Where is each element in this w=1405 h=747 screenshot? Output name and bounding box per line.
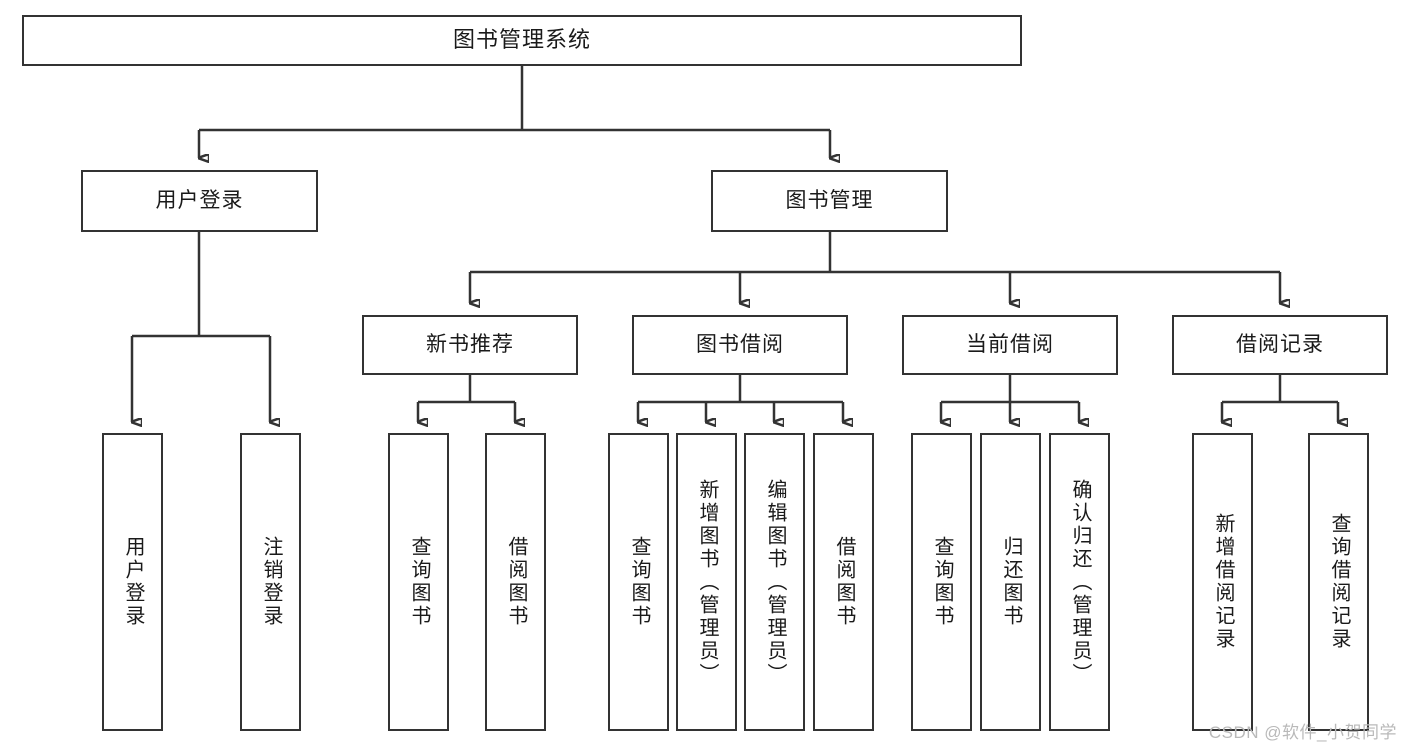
leaf-user-logout[interactable]: 注销登录 bbox=[240, 433, 301, 731]
leaf-borrow-book-1[interactable]: 借阅图书 bbox=[485, 433, 546, 731]
leaf-add-record[interactable]: 新增借阅记录 bbox=[1192, 433, 1253, 731]
node-book-manage-label: 图书管理 bbox=[785, 189, 874, 213]
leaf-borrow-book-1-label: 借阅图书 bbox=[505, 536, 527, 628]
leaf-edit-book[interactable]: 编辑图书（管理员） bbox=[744, 433, 805, 731]
leaf-query-book-3-label: 查询图书 bbox=[931, 536, 953, 628]
leaf-query-record[interactable]: 查询借阅记录 bbox=[1308, 433, 1369, 731]
leaf-return-book[interactable]: 归还图书 bbox=[980, 433, 1041, 731]
leaf-query-book-3[interactable]: 查询图书 bbox=[911, 433, 972, 731]
leaf-query-book-1[interactable]: 查询图书 bbox=[388, 433, 449, 731]
leaf-query-book-2-label: 查询图书 bbox=[628, 536, 650, 628]
leaf-return-book-label: 归还图书 bbox=[1000, 536, 1022, 628]
watermark: CSDN @软件_小贺同学 bbox=[1208, 723, 1397, 742]
leaf-user-logout-label: 注销登录 bbox=[260, 536, 282, 628]
node-root-label: 图书管理系统 bbox=[452, 27, 591, 53]
node-borrow-record-label: 借阅记录 bbox=[1236, 333, 1324, 357]
leaf-confirm-return[interactable]: 确认归还（管理员） bbox=[1049, 433, 1110, 731]
node-book-manage[interactable]: 图书管理 bbox=[711, 170, 948, 232]
node-root[interactable]: 图书管理系统 bbox=[22, 15, 1022, 66]
leaf-query-record-label: 查询借阅记录 bbox=[1328, 513, 1350, 651]
node-book-borrow[interactable]: 图书借阅 bbox=[632, 315, 848, 375]
node-borrow-record[interactable]: 借阅记录 bbox=[1172, 315, 1388, 375]
node-user-login-label: 用户登录 bbox=[155, 189, 244, 213]
leaf-user-login[interactable]: 用户登录 bbox=[102, 433, 163, 731]
node-user-login[interactable]: 用户登录 bbox=[81, 170, 318, 232]
node-new-book-recommend-label: 新书推荐 bbox=[426, 333, 514, 357]
leaf-add-book-label: 新增图书（管理员） bbox=[696, 478, 718, 686]
node-book-borrow-label: 图书借阅 bbox=[696, 333, 784, 357]
node-new-book-recommend[interactable]: 新书推荐 bbox=[362, 315, 578, 375]
leaf-query-book-2[interactable]: 查询图书 bbox=[608, 433, 669, 731]
leaf-add-book[interactable]: 新增图书（管理员） bbox=[676, 433, 737, 731]
leaf-confirm-return-label: 确认归还（管理员） bbox=[1069, 478, 1091, 686]
node-current-borrow[interactable]: 当前借阅 bbox=[902, 315, 1118, 375]
leaf-add-record-label: 新增借阅记录 bbox=[1212, 513, 1234, 651]
node-current-borrow-label: 当前借阅 bbox=[966, 333, 1054, 357]
leaf-user-login-label: 用户登录 bbox=[122, 536, 144, 628]
leaf-edit-book-label: 编辑图书（管理员） bbox=[764, 478, 786, 686]
leaf-borrow-book-2[interactable]: 借阅图书 bbox=[813, 433, 874, 731]
leaf-borrow-book-2-label: 借阅图书 bbox=[833, 536, 855, 628]
leaf-query-book-1-label: 查询图书 bbox=[408, 536, 430, 628]
